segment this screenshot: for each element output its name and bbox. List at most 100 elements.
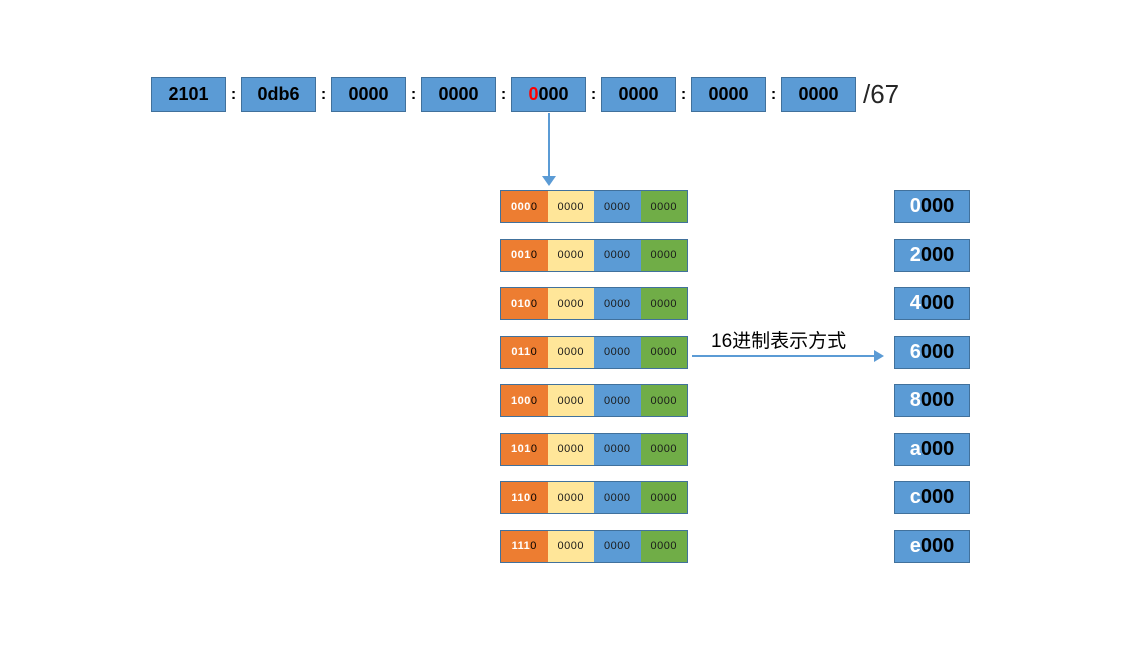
hex-rest-digits: 000 (920, 292, 955, 314)
address-group-4: 0000 (421, 77, 496, 112)
host-bit: 0 (530, 394, 538, 407)
binary-nibble-3: 0000 (594, 433, 641, 465)
host-bit: 0 (530, 249, 538, 261)
binary-nibble-2: 0000 (547, 482, 594, 513)
binary-nibble-2: 0000 (547, 385, 594, 416)
binary-nibble-4: 0000 (640, 530, 687, 562)
hex-first-digit: c (909, 486, 921, 508)
host-bit: 0 (530, 200, 538, 213)
binary-nibble-2: 0000 (547, 433, 594, 465)
right-arrow-head-icon (874, 350, 884, 362)
group-separator: : (770, 85, 777, 103)
binary-nibble-4: 0000 (640, 288, 687, 319)
binary-nibble-4: 0000 (640, 239, 687, 271)
binary-nibble-3: 0000 (594, 336, 641, 368)
highlighted-hex-digit: 0 (528, 84, 539, 104)
down-arrow-icon (548, 113, 550, 176)
prefix-bits: 100 (511, 394, 531, 407)
hex-first-digit: 0 (909, 195, 921, 217)
address-group-8: 0000 (781, 77, 856, 112)
prefix-bits: 010 (511, 297, 531, 310)
hex-first-digit: 2 (909, 243, 921, 266)
binary-nibble-4: 0000 (640, 191, 687, 222)
binary-nibble-2: 0000 (547, 530, 594, 562)
down-arrow-head-icon (542, 176, 556, 186)
host-bit: 0 (530, 443, 538, 455)
address-group-2: 0db6 (241, 77, 316, 112)
binary-nibble-2: 0000 (547, 288, 594, 319)
binary-nibble-3: 0000 (594, 239, 641, 271)
hex-rest-digits: 000 (920, 243, 955, 266)
hex-rest-digits: 000 (920, 486, 955, 508)
binary-nibble-4: 0000 (640, 482, 687, 513)
host-bit: 0 (530, 540, 537, 552)
hex-representation-label: 16进制表示方式 (711, 331, 847, 352)
hex-first-digit: 4 (909, 292, 921, 314)
hex-rest-digits: 000 (920, 389, 955, 411)
prefix-bits: 000 (511, 200, 531, 213)
binary-nibble-3: 0000 (594, 385, 641, 416)
right-arrow-icon (692, 355, 874, 357)
address-group-1: 2101 (151, 77, 226, 112)
hex-first-digit: a (909, 437, 921, 460)
hex-first-digit: 6 (909, 340, 921, 363)
prefix-bits: 101 (511, 443, 531, 455)
hex-first-digit: 8 (909, 389, 921, 411)
binary-nibble-3: 0000 (594, 191, 641, 222)
prefix-bits: 110 (511, 491, 531, 504)
hex-rest-digits: 000 (920, 534, 955, 557)
hex-rest-digits: 000 (920, 437, 955, 460)
address-group-3: 0000 (331, 77, 406, 112)
group-separator: : (320, 85, 327, 103)
binary-nibble-3: 0000 (594, 288, 641, 319)
host-bit: 0 (530, 297, 538, 310)
group-separator: : (680, 85, 687, 103)
hex-rest-digits: 000 (920, 195, 955, 217)
host-bit: 0 (530, 346, 538, 358)
prefix-bits: 011 (511, 346, 531, 358)
prefix-length-label: /67 (863, 79, 900, 109)
hex-first-digit: e (909, 534, 921, 557)
group-separator: : (500, 85, 507, 103)
hex-rest-digits: 000 (920, 340, 955, 363)
host-bit: 0 (530, 491, 538, 504)
binary-nibble-2: 0000 (547, 336, 594, 368)
binary-nibble-2: 0000 (547, 239, 594, 271)
prefix-bits: 111 (511, 540, 531, 552)
group-5-rest: 000 (538, 84, 569, 104)
binary-nibble-3: 0000 (594, 482, 641, 513)
group-separator: : (590, 85, 597, 103)
binary-nibble-2: 0000 (547, 191, 594, 222)
prefix-bits: 001 (511, 249, 531, 261)
group-separator: : (410, 85, 417, 103)
address-group-6: 0000 (601, 77, 676, 112)
